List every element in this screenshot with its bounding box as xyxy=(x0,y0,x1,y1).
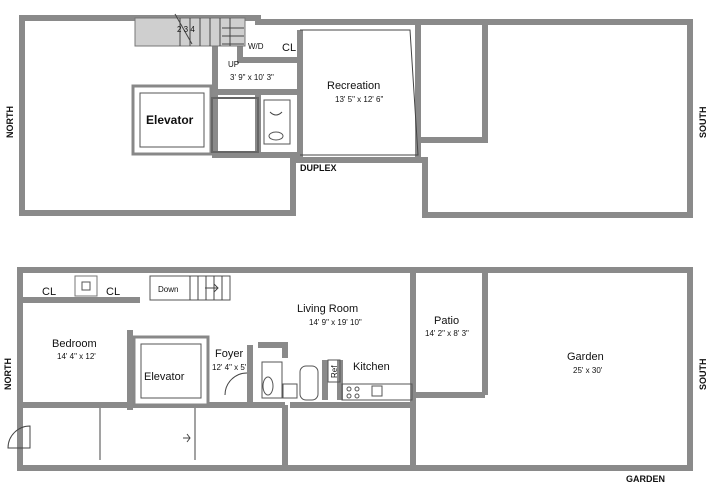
patio-garden-wall xyxy=(410,270,488,468)
landing-dims: 3' 9" x 10' 3" xyxy=(230,73,274,82)
kitchen-counter xyxy=(341,383,413,401)
cl-right-label: CL xyxy=(106,286,120,298)
living-room-dims: 14' 9" x 19' 10" xyxy=(309,318,362,327)
garden-dims: 25' x 30' xyxy=(573,366,603,375)
patio-dims: 14' 2" x 8' 3" xyxy=(425,329,469,338)
recreation-name: Recreation xyxy=(327,80,380,92)
toilet-icon-main xyxy=(262,376,274,396)
toilet-icon xyxy=(268,131,284,141)
sink-icon-main xyxy=(282,383,298,399)
living-room-name: Living Room xyxy=(297,303,358,315)
down-label: Down xyxy=(158,285,178,294)
main-level: Down Elevator Ref CL CL Bedroom xyxy=(3,267,708,484)
corridor-lines xyxy=(99,408,196,460)
duplex-south: SOUTH xyxy=(698,107,708,139)
tub-icon xyxy=(299,365,319,401)
garden-bottom-label: GARDEN xyxy=(626,474,665,484)
wd-label: W/D xyxy=(248,42,264,51)
main-elevator: Elevator xyxy=(132,335,210,407)
duplex-elevator-label: Elevator xyxy=(146,113,194,127)
duplex-label: DUPLEX xyxy=(300,163,337,173)
main-stair: Down xyxy=(149,275,231,301)
bath-box xyxy=(263,99,291,145)
duplex-level: 2 3 4 Elevator W/D CL UP 3' 9" x 10' 3" … xyxy=(5,13,708,218)
duplex-stair: 2 3 4 xyxy=(134,13,246,47)
main-north: NORTH xyxy=(3,358,13,390)
bedroom-name: Bedroom xyxy=(52,338,97,350)
foyer-name: Foyer xyxy=(215,348,243,360)
foyer-door-swing xyxy=(224,372,248,396)
ref-box xyxy=(327,359,341,383)
bedroom-dims: 14' 4" x 12' xyxy=(57,352,96,361)
sink-icon xyxy=(269,111,283,116)
main-south: SOUTH xyxy=(698,359,708,391)
entry-door-swing xyxy=(7,425,31,449)
garden-name: Garden xyxy=(567,351,604,363)
main-elevator-label: Elevator xyxy=(144,371,185,383)
patio-name: Patio xyxy=(434,315,459,327)
south-room-wall xyxy=(418,22,488,143)
cl-left-label: CL xyxy=(42,286,56,298)
ref-label: Ref xyxy=(330,365,339,378)
duplex-cl-label: CL xyxy=(282,42,296,54)
shaft xyxy=(211,97,259,153)
kitchen-name: Kitchen xyxy=(353,361,390,373)
duplex-outer-wall xyxy=(19,15,693,218)
recreation-dims: 13' 5" x 12' 6" xyxy=(335,95,383,104)
up-label: UP xyxy=(228,60,239,69)
duplex-north: NORTH xyxy=(5,106,15,138)
closet-box xyxy=(74,275,98,297)
recreation-wall xyxy=(300,29,419,156)
foyer-dims: 12' 4" x 5' xyxy=(212,363,247,372)
stair-numbers: 2 3 4 xyxy=(177,25,195,34)
duplex-elevator: Elevator xyxy=(131,84,213,156)
